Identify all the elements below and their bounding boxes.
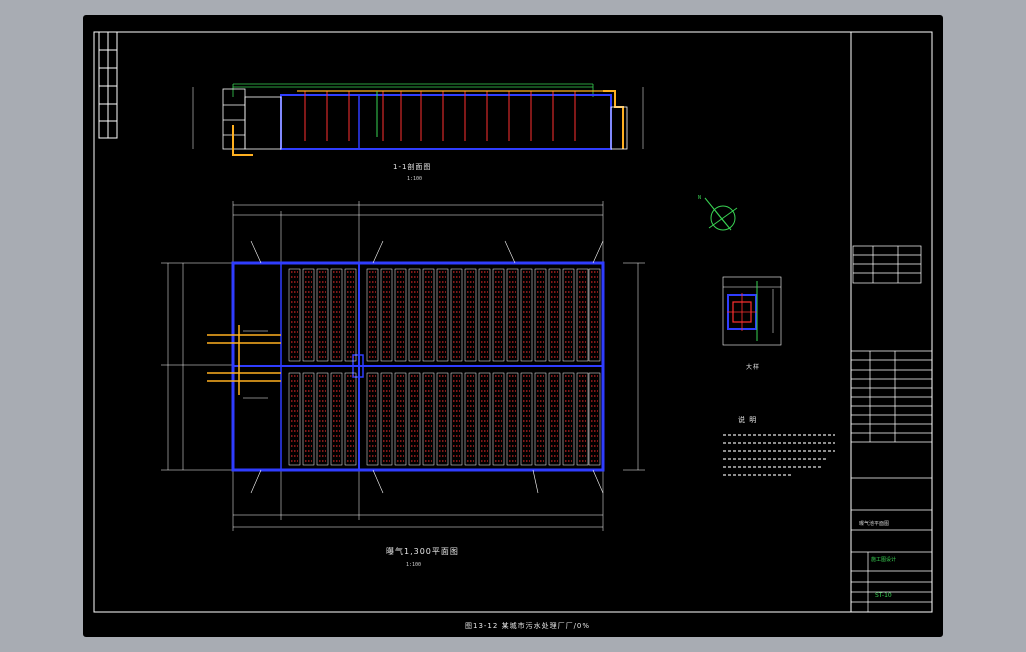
section-view — [192, 83, 644, 156]
section-scale: 1:100 — [407, 176, 423, 182]
drawing-sheet: 1-1剖面图 1:100 曝气1,300平面图 1:100 大样 说 明 N 图… — [83, 15, 943, 637]
diffuser-column — [588, 372, 601, 466]
diffuser-column — [588, 268, 601, 362]
diffuser-column — [548, 372, 561, 466]
diffuser-column — [330, 268, 343, 362]
diffuser-column — [422, 268, 435, 362]
detail-view — [722, 276, 782, 346]
diffuser-column — [506, 372, 519, 466]
diffuser-column — [450, 268, 463, 362]
diffuser-grid — [288, 268, 601, 466]
diffuser-column — [464, 372, 477, 466]
diffuser-column — [478, 268, 491, 362]
plan-title: 曝气1,300平面图 — [386, 547, 459, 556]
diffuser-column — [302, 372, 315, 466]
diffuser-column — [576, 268, 589, 362]
diffuser-column — [548, 268, 561, 362]
diffuser-column — [288, 372, 301, 466]
diffuser-column — [478, 372, 491, 466]
diffuser-column — [302, 268, 315, 362]
diffuser-column — [366, 372, 379, 466]
diffuser-column — [330, 372, 343, 466]
diffuser-column — [464, 268, 477, 362]
diffuser-column — [366, 268, 379, 362]
diffuser-column — [344, 372, 357, 466]
diffuser-column — [450, 372, 463, 466]
section-title: 1-1剖面图 — [393, 163, 432, 171]
diffuser-column — [394, 268, 407, 362]
north-label: N — [698, 195, 702, 201]
diffuser-column — [394, 372, 407, 466]
title-block — [851, 245, 932, 612]
diffuser-column — [288, 268, 301, 362]
diffuser-column — [344, 268, 357, 362]
diffuser-column — [562, 372, 575, 466]
cad-drawing — [93, 31, 933, 613]
diffuser-column — [506, 268, 519, 362]
diffuser-column — [380, 268, 393, 362]
diffuser-column — [436, 372, 449, 466]
detail-title: 大样 — [746, 364, 761, 371]
notes-text-lines — [723, 434, 835, 476]
notes-title: 说 明 — [738, 416, 758, 424]
diffuser-column — [316, 268, 329, 362]
drawing-frame — [93, 31, 933, 613]
north-arrow — [704, 197, 738, 231]
diffuser-column — [534, 372, 547, 466]
title-block-name: 曝气池平面图 — [859, 521, 890, 527]
diffuser-column — [422, 372, 435, 466]
title-block-drawing-no: ST-10 — [875, 592, 892, 599]
diffuser-column — [408, 268, 421, 362]
diffuser-column — [562, 268, 575, 362]
diffuser-column — [436, 268, 449, 362]
diffuser-column — [534, 268, 547, 362]
plan-view — [161, 201, 645, 531]
plan-scale: 1:100 — [406, 562, 422, 568]
diffuser-column — [520, 372, 533, 466]
diffuser-column — [576, 372, 589, 466]
diffuser-column — [316, 372, 329, 466]
diffuser-column — [492, 268, 505, 362]
diffuser-column — [408, 372, 421, 466]
title-block-green-line: 施工图设计 — [871, 557, 897, 563]
drawing-bottom-title: 图13-12 某城市污水处理厂厂/0% — [465, 622, 591, 630]
diffuser-column — [380, 372, 393, 466]
diffuser-column — [520, 268, 533, 362]
diffuser-column — [492, 372, 505, 466]
